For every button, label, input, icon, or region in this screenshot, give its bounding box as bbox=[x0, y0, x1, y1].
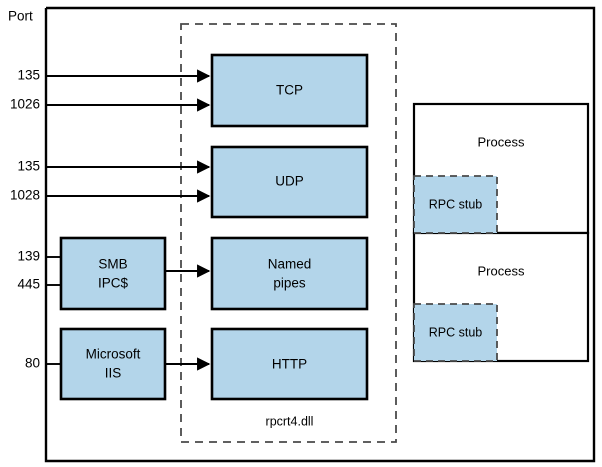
transport-label-udp: UDP bbox=[275, 174, 304, 189]
service-label-smb-line2: IPC$ bbox=[98, 276, 129, 291]
transport-label-named-pipes-line1: Named bbox=[268, 257, 312, 272]
transport-box-http[interactable] bbox=[210, 327, 369, 401]
transport-label-http: HTTP bbox=[272, 357, 307, 372]
port-label-1026-tcp: 1026 bbox=[10, 97, 40, 112]
transport-label-named-pipes-line2: pipes bbox=[273, 276, 306, 291]
service-box-iis[interactable] bbox=[59, 327, 167, 401]
port-label-135-udp: 135 bbox=[17, 159, 40, 174]
service-label-smb-line1: SMB bbox=[98, 257, 127, 272]
port-label-1028-udp: 1028 bbox=[10, 188, 40, 203]
port-label-445-smb: 445 bbox=[17, 277, 40, 292]
transport-label-tcp: TCP bbox=[276, 83, 303, 98]
rpc-stub-1[interactable] bbox=[413, 175, 498, 234]
port-column-header: Port bbox=[8, 9, 33, 24]
rpc-stub-label-1: RPC stub bbox=[429, 197, 483, 211]
port-label-80-iis: 80 bbox=[25, 356, 40, 371]
rpcrt4-dll-region bbox=[180, 23, 397, 443]
service-box-smb[interactable] bbox=[59, 236, 167, 311]
system-boundary bbox=[44, 6, 596, 463]
service-label-iis-line2: IIS bbox=[105, 366, 122, 381]
transport-box-named-pipes[interactable] bbox=[210, 236, 369, 311]
port-label-139-smb: 139 bbox=[17, 249, 40, 264]
rpc-stub-2[interactable] bbox=[413, 303, 498, 362]
transport-box-udp[interactable] bbox=[210, 145, 369, 219]
service-label-iis-line1: Microsoft bbox=[86, 347, 141, 362]
process-label-1: Process bbox=[478, 134, 525, 149]
process-label-2: Process bbox=[478, 263, 525, 278]
rpc-stub-label-2: RPC stub bbox=[429, 325, 483, 339]
port-label-135-tcp: 135 bbox=[17, 68, 40, 83]
transport-box-tcp[interactable] bbox=[210, 53, 369, 128]
rpcrt4-dll-caption: rpcrt4.dll bbox=[266, 414, 314, 428]
